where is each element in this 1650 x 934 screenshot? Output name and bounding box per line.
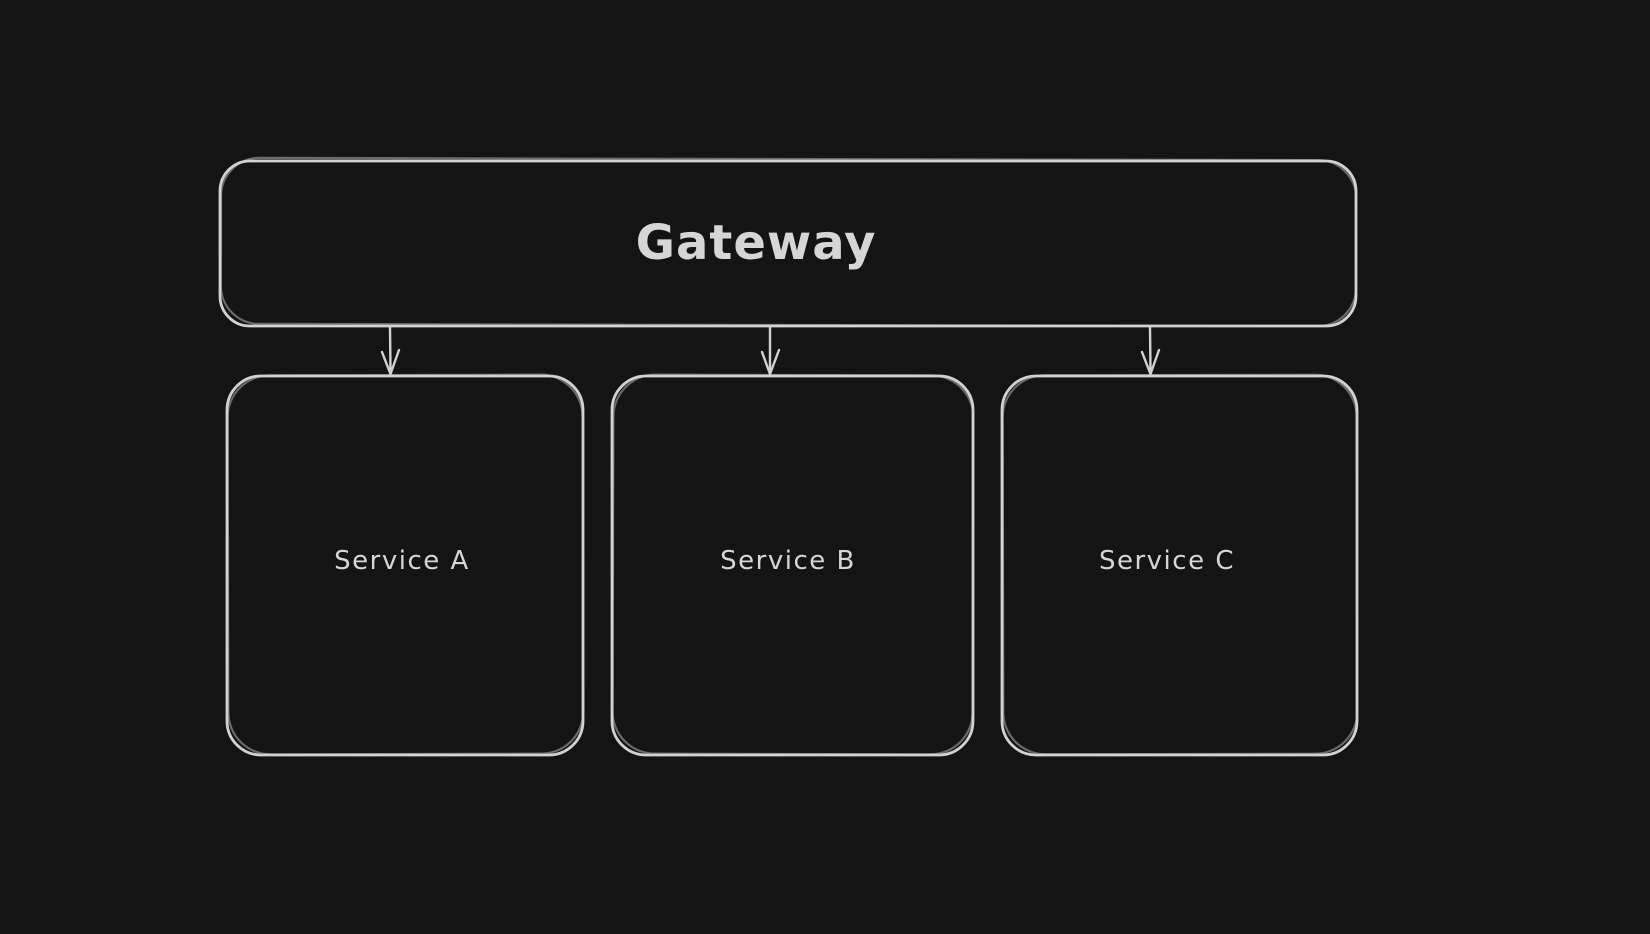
arrow-a-shaft bbox=[388, 325, 392, 373]
node-gateway[interactable]: Gateway bbox=[218, 156, 1358, 328]
node-service-a[interactable]: Service A bbox=[225, 373, 585, 757]
service-a-box-outline bbox=[225, 374, 585, 757]
node-service-c[interactable]: Service C bbox=[1000, 373, 1359, 757]
arrow-c-shaft bbox=[1148, 325, 1152, 373]
arrow-c-head bbox=[1140, 348, 1161, 376]
service-c-label: Service C bbox=[1099, 546, 1235, 576]
service-c-box-outline bbox=[1000, 374, 1359, 757]
gateway-label: Gateway bbox=[636, 215, 877, 271]
arrow-a-head bbox=[380, 348, 401, 376]
arrow-b-head bbox=[760, 348, 781, 376]
service-b-box-sketch-overlay bbox=[611, 373, 975, 756]
arrow-gateway-to-service-b[interactable] bbox=[760, 325, 781, 376]
service-b-label: Service B bbox=[720, 546, 856, 576]
service-a-label: Service A bbox=[334, 546, 470, 576]
arrow-gateway-to-service-a[interactable] bbox=[380, 325, 401, 376]
service-b-box-outline bbox=[610, 374, 975, 757]
service-c-box-sketch-overlay bbox=[1001, 373, 1359, 756]
arrow-gateway-to-service-c[interactable] bbox=[1140, 325, 1161, 376]
service-a-box-sketch-overlay bbox=[226, 373, 585, 756]
node-service-b[interactable]: Service B bbox=[610, 373, 975, 757]
gateway-box-outline bbox=[218, 159, 1358, 328]
gateway-box-sketch-overlay bbox=[219, 156, 1358, 328]
